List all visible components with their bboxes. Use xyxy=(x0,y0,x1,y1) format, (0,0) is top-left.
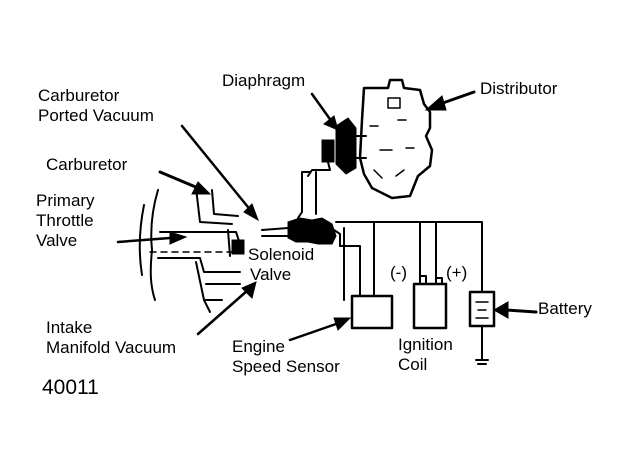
label-engine-speed-sensor-line1: Engine xyxy=(232,337,285,356)
label-intake-manifold-vacuum-line2: Manifold Vacuum xyxy=(46,338,176,357)
label-solenoid-valve-line1: Solenoid xyxy=(248,245,314,264)
label-primary-throttle-valve-line1: Primary xyxy=(36,191,95,210)
label-carburetor-ported-vacuum-line1: Carburetor xyxy=(38,86,120,105)
label-diaphragm: Diaphragm xyxy=(222,71,305,90)
label-ignition-coil-line1: Ignition xyxy=(398,335,453,354)
label-intake-manifold-vacuum-line1: Intake xyxy=(46,318,92,337)
label-ignition-coil-line2: Coil xyxy=(398,355,427,374)
label-battery: Battery xyxy=(538,299,592,318)
label-primary-throttle-valve-line2: Throttle xyxy=(36,211,94,230)
figure-code: 40011 xyxy=(42,376,99,399)
label-primary-throttle-valve-line3: Valve xyxy=(36,231,77,250)
label-engine-speed-sensor-line2: Speed Sensor xyxy=(232,357,340,376)
diaphragm-drawing xyxy=(307,117,367,177)
battery-drawing xyxy=(468,290,496,328)
solenoid-valve-drawing xyxy=(261,217,345,301)
distributor-drawing xyxy=(358,78,434,200)
carburetor-drawing xyxy=(138,187,245,313)
pointer-arrows xyxy=(116,90,538,342)
diaphragm-vacuum-hose xyxy=(297,171,311,219)
wiring xyxy=(335,221,489,365)
label-coil-negative: (-) xyxy=(390,263,407,282)
engine-speed-sensor-box xyxy=(350,294,394,330)
label-carburetor-ported-vacuum-line2: Ported Vacuum xyxy=(38,106,154,125)
label-coil-positive: (+) xyxy=(446,263,467,282)
ignition-coil-drawing xyxy=(412,275,448,330)
label-solenoid-valve-line2: Valve xyxy=(250,265,291,284)
label-carburetor: Carburetor xyxy=(46,155,128,174)
label-distributor: Distributor xyxy=(480,79,558,98)
